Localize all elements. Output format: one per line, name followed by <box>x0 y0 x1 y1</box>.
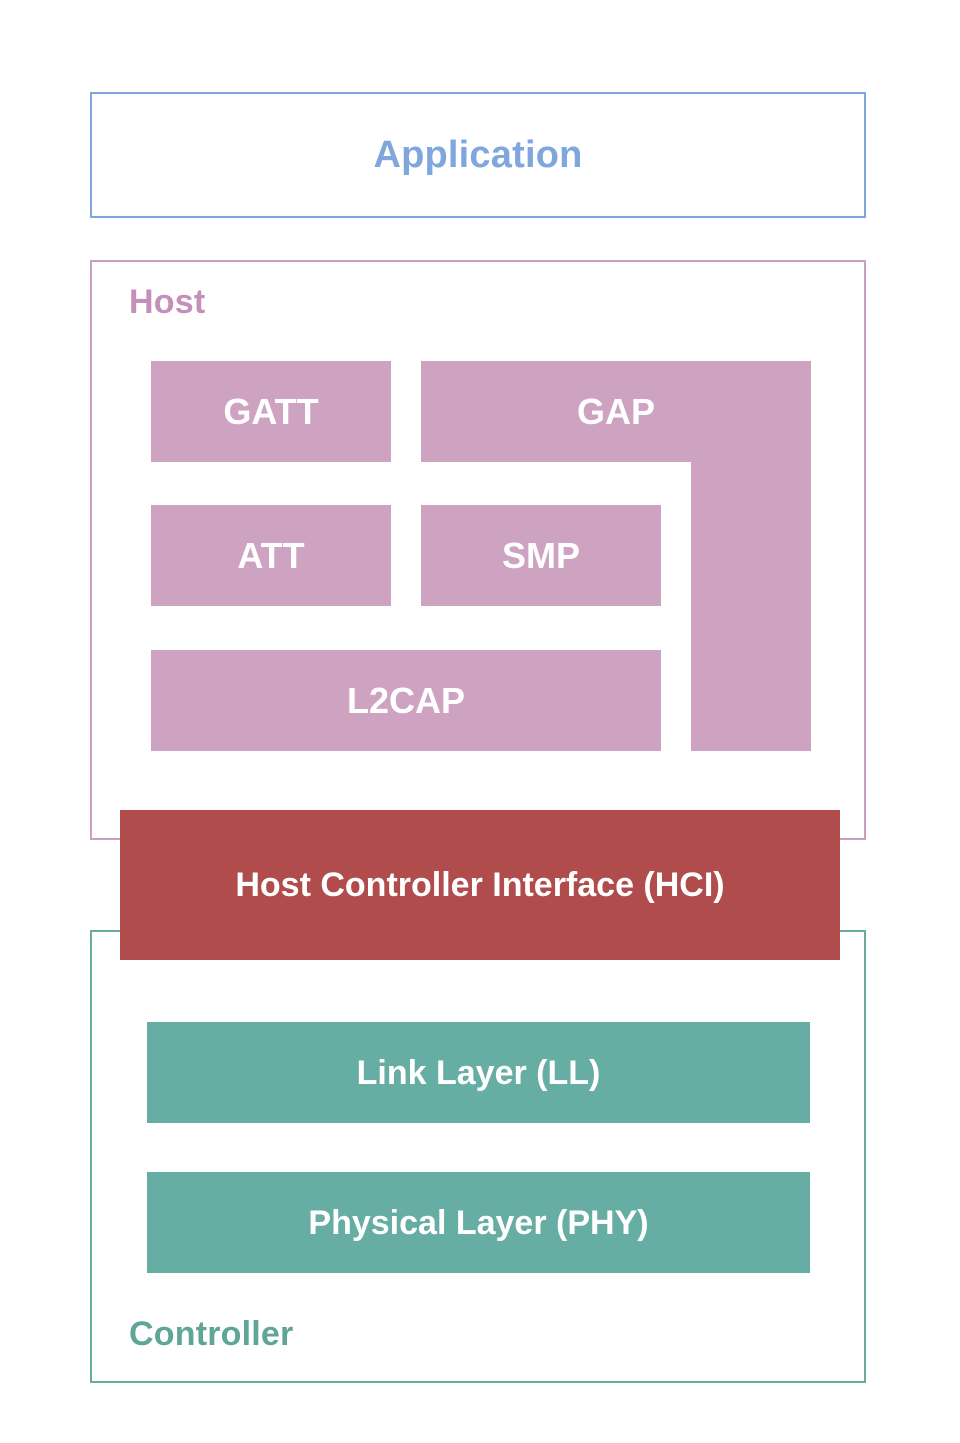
gap-horizontal-arm <box>421 361 811 462</box>
controller-layer-label: Controller <box>129 1315 294 1353</box>
application-layer-box <box>90 92 866 218</box>
application-layer-label: Application <box>373 133 583 176</box>
block-smp: SMP <box>421 505 661 606</box>
block-physical-layer: Physical Layer (PHY) <box>147 1172 810 1273</box>
gap-vertical-arm <box>691 462 811 751</box>
block-l2cap: L2CAP <box>151 650 661 751</box>
block-host-controller-interface: Host Controller Interface (HCI) <box>120 810 840 960</box>
block-gatt: GATT <box>151 361 391 462</box>
block-gap-label: GAP <box>576 390 655 432</box>
block-link-layer: Link Layer (LL) <box>147 1022 810 1123</box>
block-att: ATT <box>151 505 391 606</box>
host-layer-label: Host <box>129 283 206 321</box>
block-gap: GAP <box>421 361 811 751</box>
